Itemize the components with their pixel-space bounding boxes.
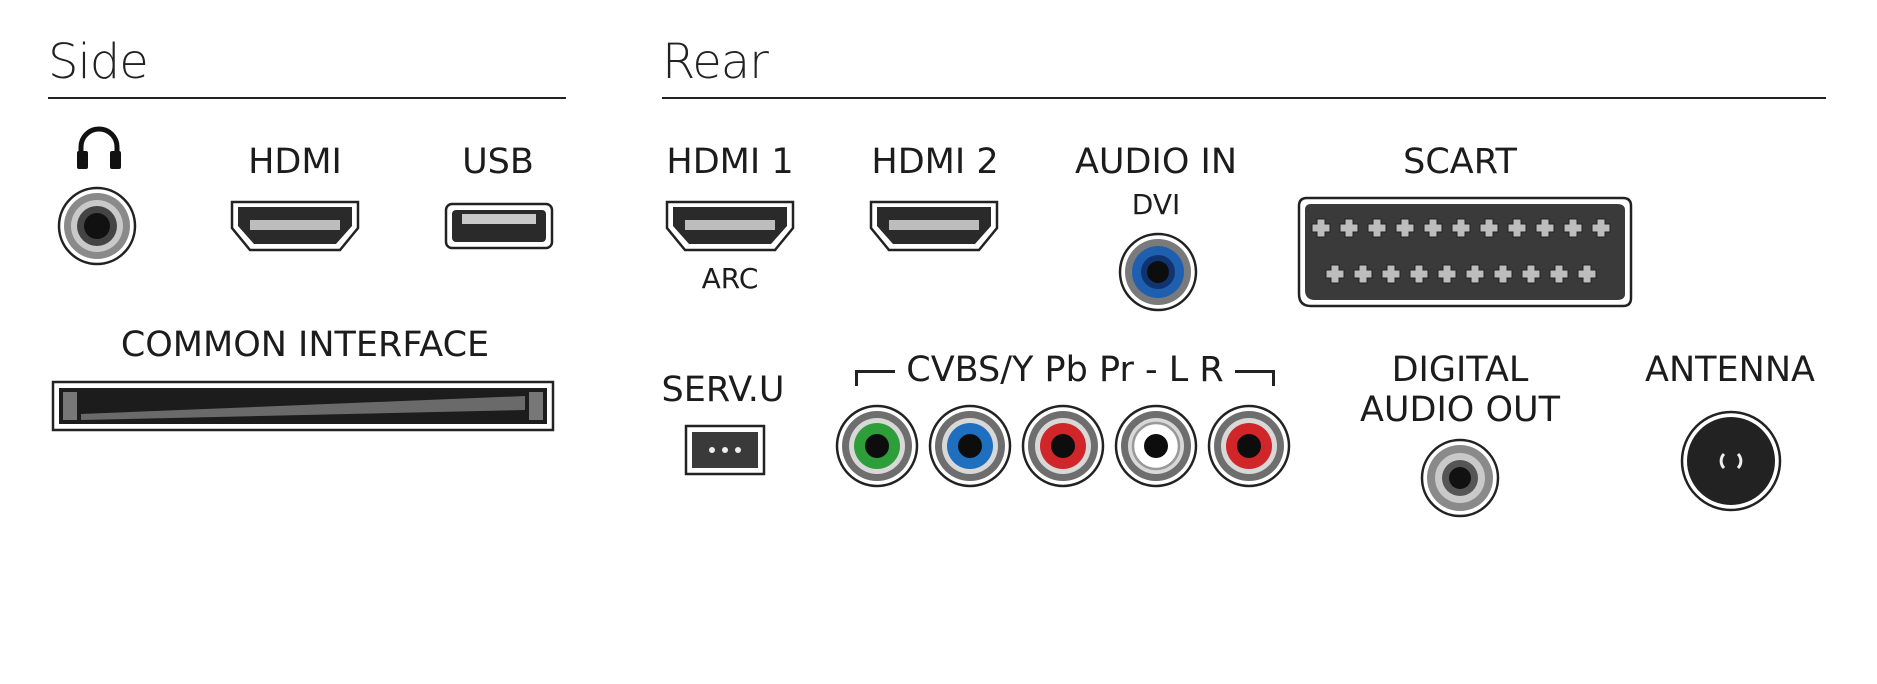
serv-u-label: SERV.U <box>661 370 785 410</box>
scart-pin <box>1381 264 1401 284</box>
digital-audio-out-line1: DIGITAL <box>1391 350 1529 390</box>
scart-connector[interactable] <box>1297 196 1633 308</box>
scart-pin <box>1479 218 1499 238</box>
cvbs-label: CVBS/Y Pb Pr - L R <box>906 350 1224 390</box>
scart-pin <box>1423 218 1443 238</box>
scart-pin <box>1451 218 1471 238</box>
scart-label: SCART <box>1403 142 1517 182</box>
digital-audio-out-line2: AUDIO OUT <box>1359 390 1561 430</box>
audio-in-label: AUDIO IN <box>1074 142 1237 182</box>
side-heading: Side <box>48 34 149 90</box>
scart-pin <box>1577 264 1597 284</box>
usb-label: USB <box>462 142 534 182</box>
hdmi1-label: HDMI 1 <box>666 142 794 182</box>
digital-audio-out-jack[interactable] <box>1420 438 1500 518</box>
headphones-icon <box>77 126 121 169</box>
cvbs-bracket-left-tick <box>855 370 858 386</box>
side-hdmi-port[interactable] <box>228 198 362 254</box>
scart-pin <box>1339 218 1359 238</box>
scart-pin <box>1563 218 1583 238</box>
scart-pin <box>1549 264 1569 284</box>
common-interface-label: COMMON INTERFACE <box>120 325 490 365</box>
scart-pin <box>1507 218 1527 238</box>
hdmi1-arc-label: ARC <box>701 262 759 295</box>
hdmi2-label: HDMI 2 <box>871 142 999 182</box>
common-interface-slot[interactable] <box>51 380 555 432</box>
audio-in-dvi-label: DVI <box>1131 188 1181 221</box>
scart-pin <box>1367 218 1387 238</box>
cvbs-bracket-right <box>1235 370 1275 373</box>
scart-pin <box>1437 264 1457 284</box>
serv-u-port[interactable] <box>684 424 766 476</box>
antenna-label: ANTENNA <box>1645 350 1815 390</box>
scart-pin <box>1521 264 1541 284</box>
antenna-connector[interactable] <box>1680 410 1782 512</box>
hdmi2-port[interactable] <box>867 198 1001 254</box>
scart-pin <box>1311 218 1331 238</box>
cvbs-jack-pb[interactable] <box>928 404 1012 488</box>
audio-in-jack[interactable] <box>1118 232 1198 312</box>
scart-pin <box>1493 264 1513 284</box>
cvbs-jack-r[interactable] <box>1207 404 1291 488</box>
cvbs-bracket-right-tick <box>1272 370 1275 386</box>
cvbs-jack-pr[interactable] <box>1021 404 1105 488</box>
scart-pin <box>1409 264 1429 284</box>
scart-pin <box>1353 264 1373 284</box>
rear-divider <box>662 97 1826 99</box>
usb-port[interactable] <box>444 202 554 250</box>
cvbs-jack-y[interactable] <box>835 404 919 488</box>
scart-pin <box>1325 264 1345 284</box>
scart-pin <box>1465 264 1485 284</box>
headphone-jack[interactable] <box>57 186 137 266</box>
scart-pin <box>1535 218 1555 238</box>
cvbs-bracket-left <box>855 370 895 373</box>
side-divider <box>48 97 566 99</box>
scart-pin <box>1591 218 1611 238</box>
side-hdmi-label: HDMI <box>248 142 342 182</box>
rear-heading: Rear <box>662 34 769 90</box>
cvbs-jack-group <box>835 404 1295 494</box>
hdmi1-port[interactable] <box>663 198 797 254</box>
cvbs-jack-l[interactable] <box>1114 404 1198 488</box>
scart-pin <box>1395 218 1415 238</box>
